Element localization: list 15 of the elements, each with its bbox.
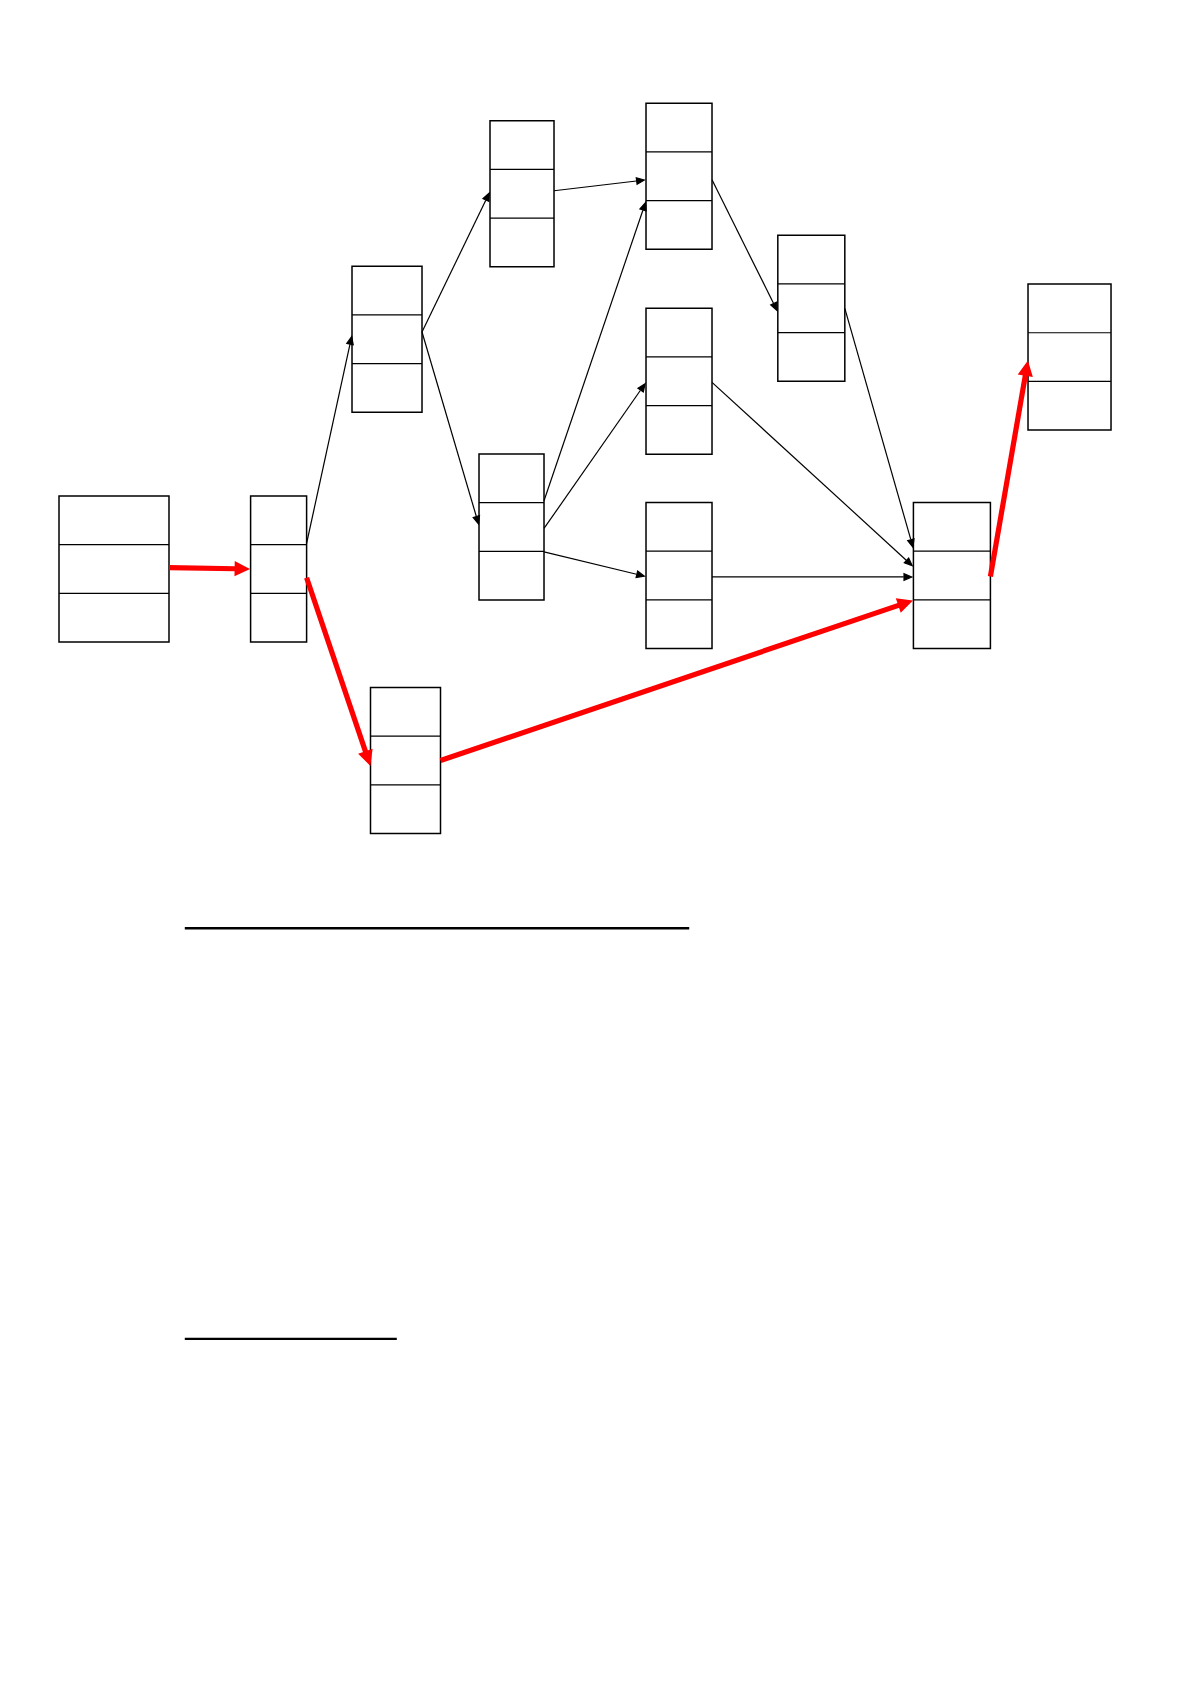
- divided-box: [249, 495, 308, 643]
- divided-box: [645, 501, 713, 650]
- divided-box: [645, 102, 713, 250]
- divided-box: [351, 265, 423, 414]
- arrow: [543, 201, 647, 502]
- divided-box: [489, 119, 555, 268]
- divided-box: [369, 686, 442, 835]
- divided-box: [645, 307, 713, 456]
- arrow: [543, 551, 646, 579]
- divided-box: [1027, 283, 1112, 431]
- divided-box: [58, 495, 170, 643]
- divided-box: [912, 501, 992, 650]
- divided-box: [478, 453, 545, 601]
- arrow: [711, 179, 778, 312]
- divided-box: [777, 234, 846, 383]
